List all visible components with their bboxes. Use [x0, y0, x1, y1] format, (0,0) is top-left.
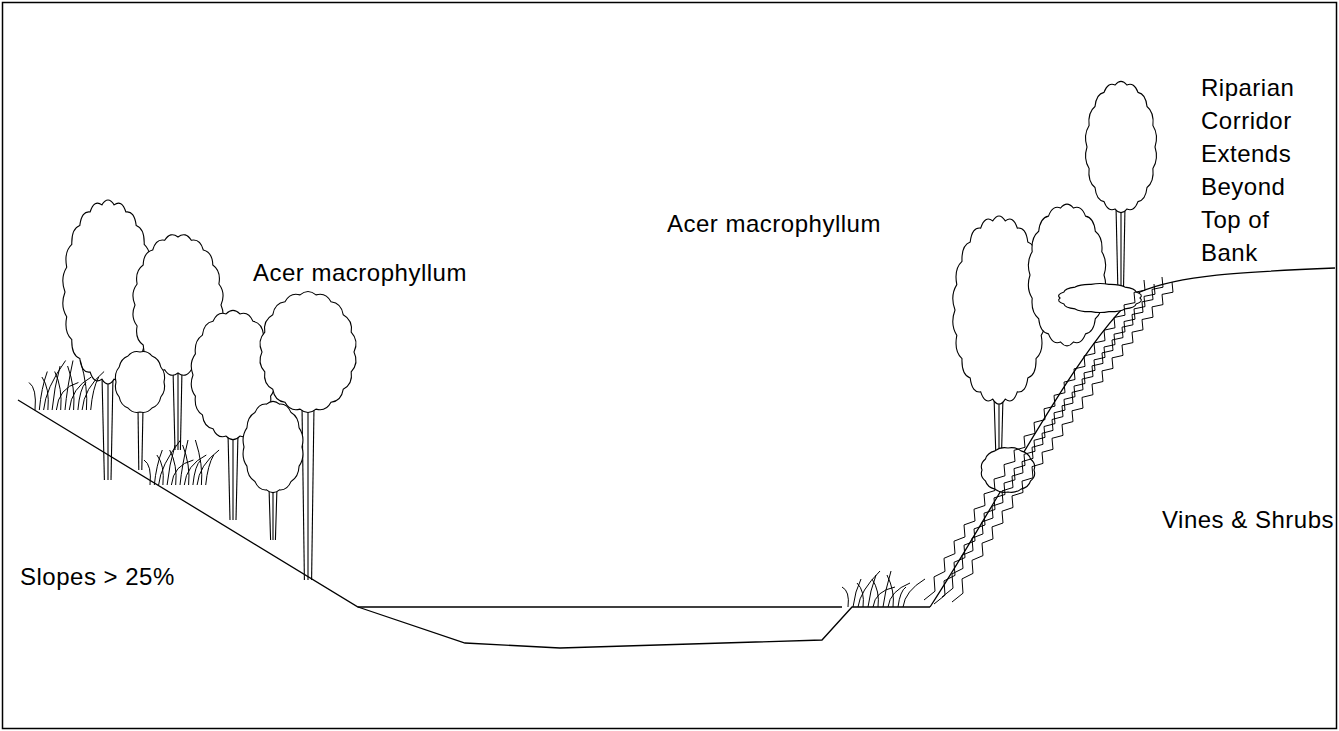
tree-trunk	[111, 376, 113, 480]
tree-canopy	[1086, 81, 1157, 212]
tree-canopy	[260, 292, 356, 413]
tree-trunk	[1120, 206, 1121, 295]
vine	[942, 277, 1163, 597]
grass-blade	[69, 377, 91, 410]
grass-blade	[857, 583, 863, 607]
tree-trunk	[1123, 206, 1125, 295]
grass-blade	[144, 460, 150, 485]
ground-profile	[18, 268, 1335, 648]
tree-canopies	[63, 81, 1157, 492]
tree-trunk	[312, 406, 314, 580]
grass-blade	[180, 440, 188, 485]
grass-blade	[29, 383, 35, 411]
grass-blade	[78, 383, 86, 411]
vines	[924, 277, 1173, 604]
grass-blade	[170, 450, 176, 485]
tree-trunks	[102, 206, 1125, 580]
vine	[952, 282, 1173, 602]
tree-trunk	[180, 369, 182, 450]
grass-blade	[872, 579, 878, 607]
shrub	[1059, 284, 1142, 313]
grass-blade	[195, 440, 201, 485]
grass-blade	[903, 579, 925, 607]
tree-trunk	[1116, 206, 1118, 295]
corridor-note: Riparian Corridor Extends Beyond Top of …	[1201, 71, 1326, 269]
vine	[934, 284, 1155, 604]
shrub	[981, 448, 1034, 493]
grass-blade	[65, 361, 73, 411]
grass-blade	[898, 587, 906, 607]
slope-note: Slopes > 25%	[20, 563, 175, 591]
grass-blade	[91, 377, 99, 410]
grass-blade	[159, 440, 181, 485]
grass-blade	[80, 361, 86, 411]
grass-blade	[842, 587, 848, 607]
tree-canopy	[115, 352, 164, 413]
tree-trunk	[269, 487, 271, 540]
frame	[3, 3, 1337, 729]
tree-trunk	[137, 408, 139, 470]
tree-species-label: Acer macrophyllum	[253, 259, 467, 287]
grass-blade	[197, 450, 219, 485]
grass-blade	[193, 460, 201, 485]
tree-trunk	[307, 406, 308, 580]
vegetation-label: Vines & Shrubs	[1162, 506, 1334, 534]
tree-trunk	[173, 369, 175, 450]
tree-trunk	[232, 433, 233, 520]
grass-blade	[184, 455, 206, 485]
tree-trunk	[177, 369, 178, 450]
grass-blade	[52, 366, 60, 410]
tree-trunk	[236, 433, 238, 520]
grass-blade	[167, 445, 175, 485]
grass-blade	[39, 372, 47, 411]
grass-blade	[858, 571, 880, 607]
tree-species-label: Acer macrophyllum	[667, 210, 881, 238]
tree-canopy	[243, 401, 303, 492]
grass-blade	[206, 455, 214, 485]
grass-blade	[183, 445, 189, 485]
tree-trunk	[272, 487, 273, 540]
tree-trunk	[302, 406, 304, 580]
tree-trunk	[107, 376, 108, 480]
grass-blade	[44, 361, 66, 411]
grass-blade	[82, 372, 104, 411]
grass-blade	[68, 366, 74, 410]
grass-blade	[887, 575, 893, 607]
grass-blade	[154, 450, 162, 485]
tree-trunk	[142, 408, 143, 470]
grass-blade	[157, 455, 163, 485]
grass-blade	[55, 372, 61, 411]
tree-canopy	[953, 216, 1045, 404]
tree-trunk	[275, 487, 277, 540]
tree-canopy	[1028, 204, 1105, 346]
tree-trunk	[228, 433, 230, 520]
grass-blade	[42, 377, 48, 410]
tree-trunk	[102, 376, 104, 480]
